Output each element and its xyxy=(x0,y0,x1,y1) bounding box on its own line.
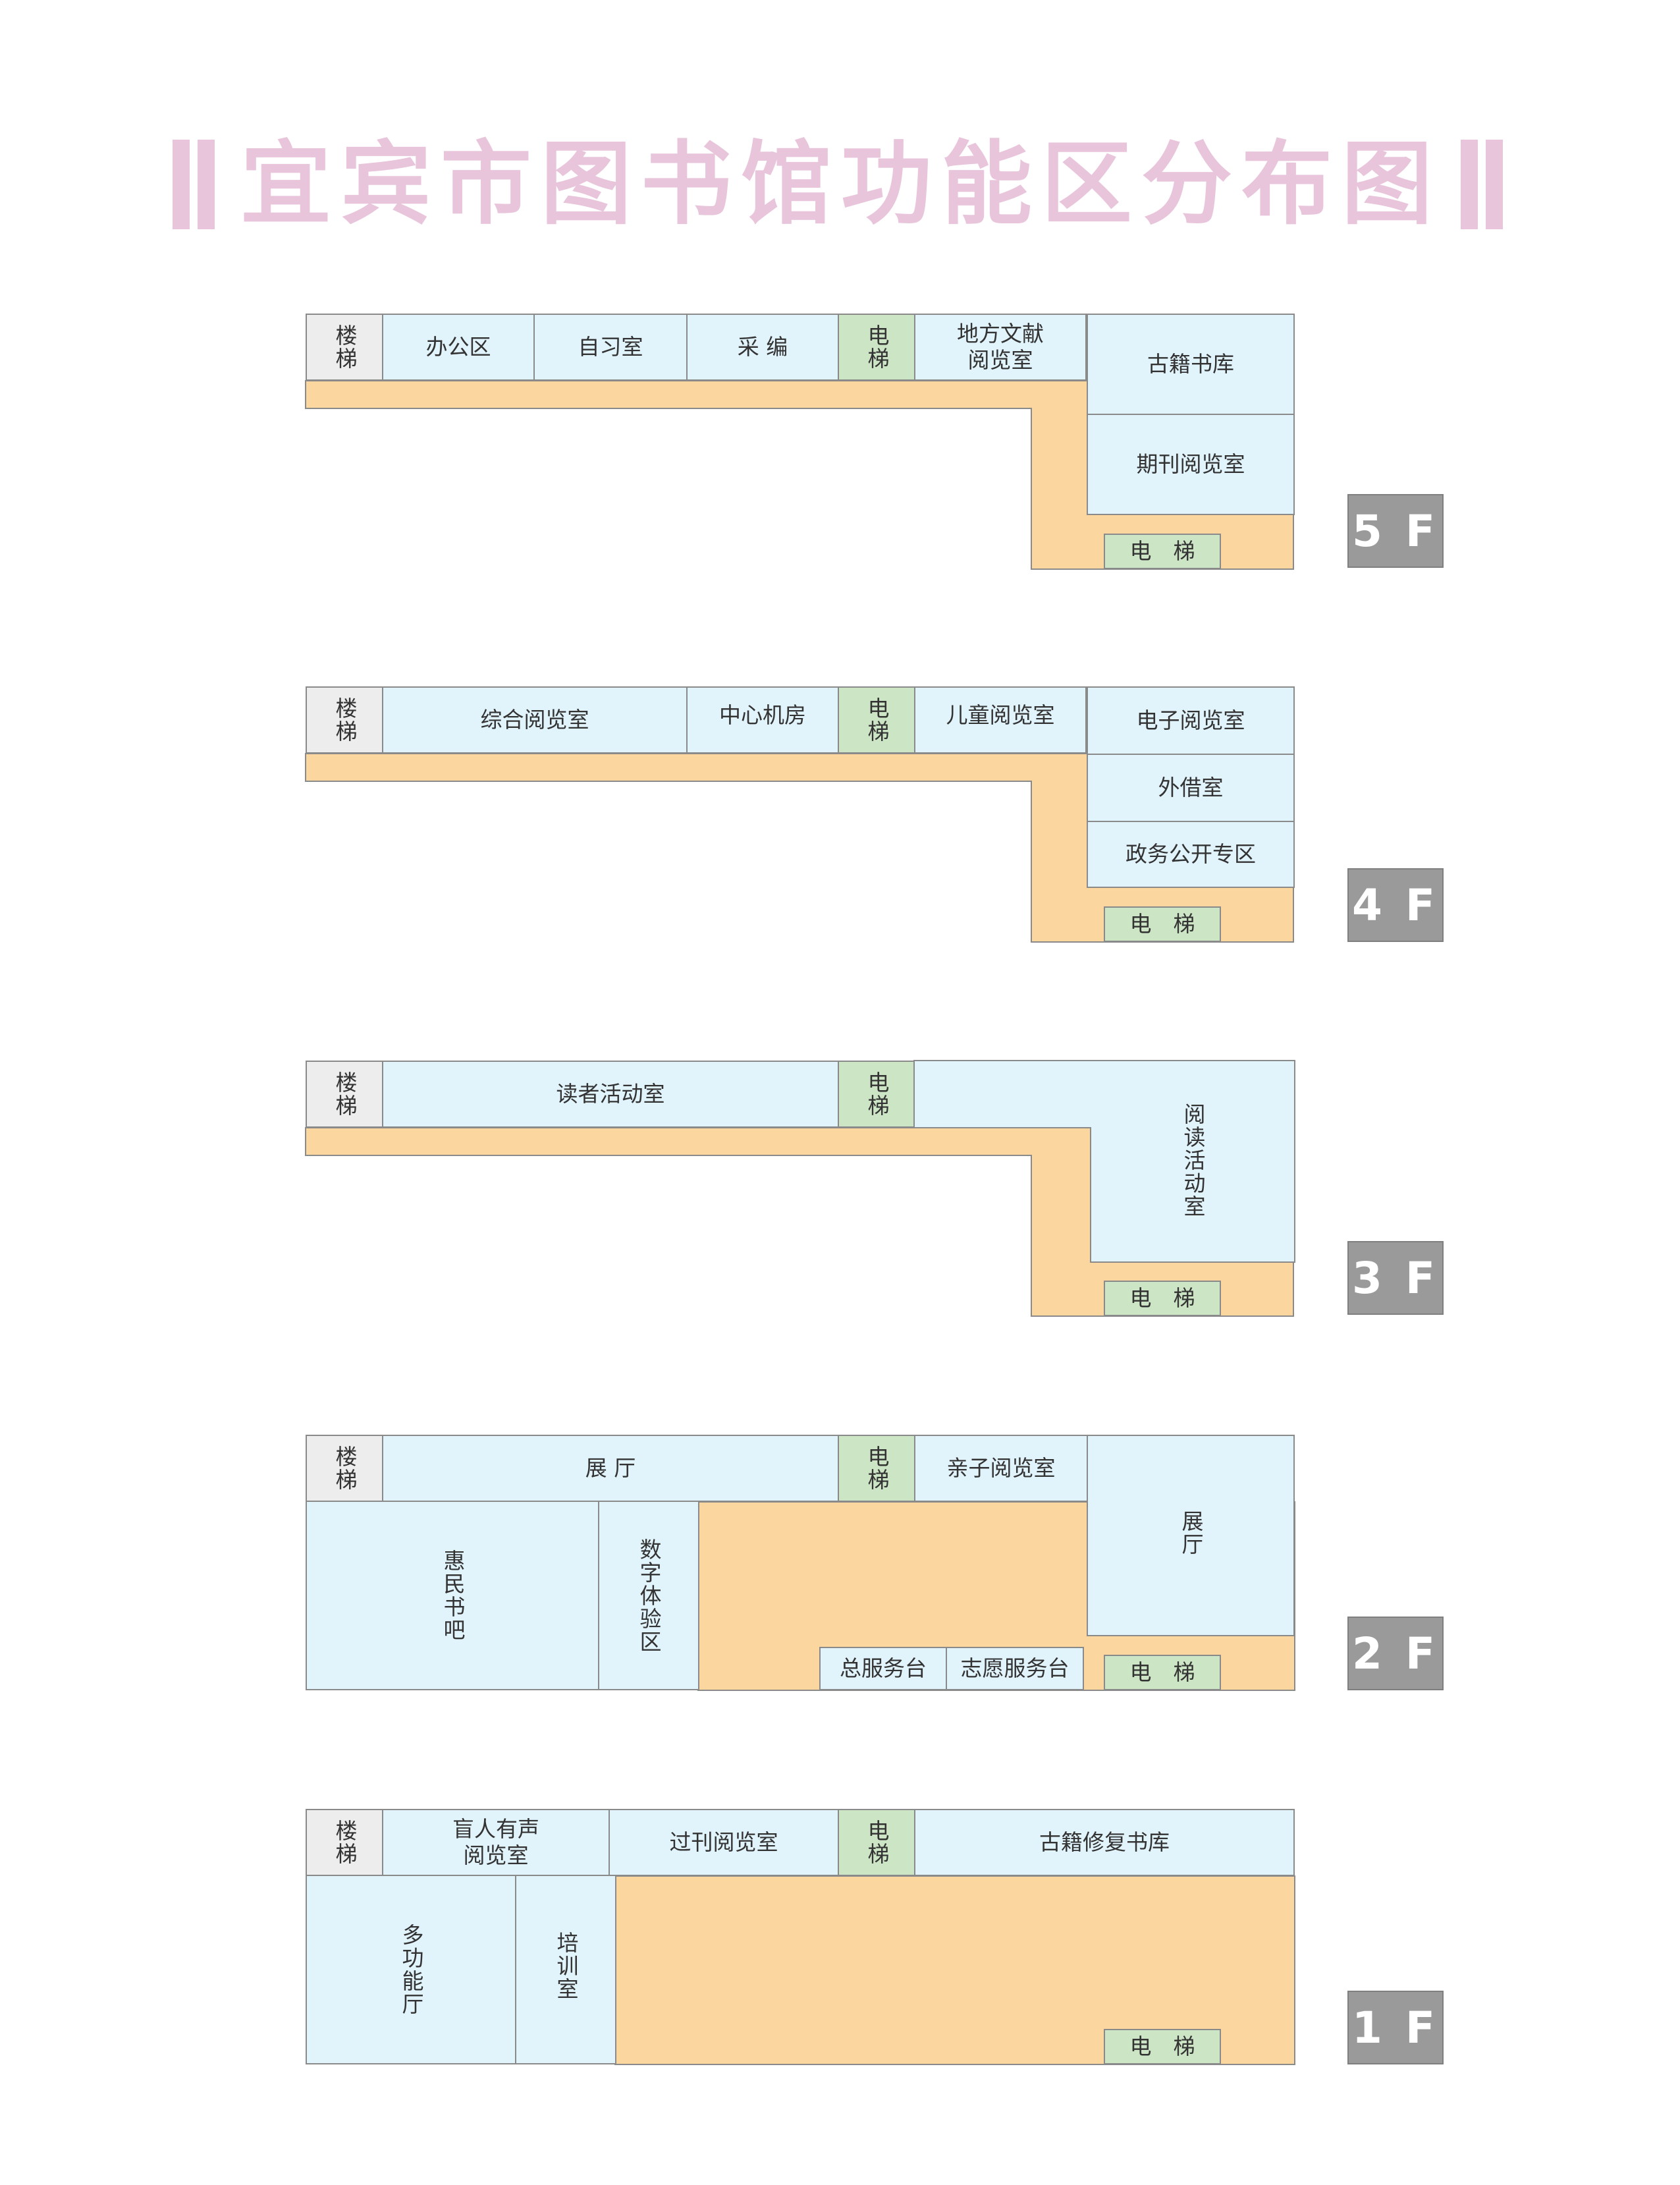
stairs-5f: 楼梯 xyxy=(306,314,383,381)
room-back-periodicals: 过刊阅览室 xyxy=(609,1809,839,1876)
room-office: 办公区 xyxy=(382,314,535,381)
desk-volunteer-service: 志愿服务台 xyxy=(946,1647,1084,1690)
elevator-3f-bottom: 电 梯 xyxy=(1104,1281,1221,1316)
room-digital-experience: 数字体验区 xyxy=(598,1501,699,1690)
room-children-reading: 儿童阅览室 xyxy=(914,686,1087,754)
elevator-5f-top: 电梯 xyxy=(838,314,915,381)
desk-main-service: 总服务台 xyxy=(819,1647,947,1690)
room-parent-child-reading: 亲子阅览室 xyxy=(914,1435,1088,1502)
room-acquisition: 采 编 xyxy=(686,314,839,381)
room-exhibition-hall: 展 厅 xyxy=(382,1435,839,1502)
elevator-1f-top: 电梯 xyxy=(838,1809,915,1876)
floor-badge-5f: 5 F xyxy=(1347,494,1444,568)
elevator-3f-top: 电梯 xyxy=(838,1061,915,1128)
title-bar-left-2 xyxy=(198,140,215,229)
room-multipurpose-hall: 多功能厅 xyxy=(306,1875,516,2064)
room-local-literature: 地方文献 阅览室 xyxy=(914,314,1087,381)
floor-badge-1f: 1 F xyxy=(1347,1991,1444,2064)
room-reading-activity: 阅读活动室 xyxy=(1180,1103,1206,1218)
room-e-reading: 电子阅览室 xyxy=(1087,686,1295,755)
room-blind-audio-reading: 盲人有声 阅览室 xyxy=(382,1809,610,1876)
room-government-info: 政务公开专区 xyxy=(1087,821,1295,888)
title-bar-right xyxy=(1461,140,1478,229)
title-bar-left xyxy=(173,140,190,229)
room-study: 自习室 xyxy=(533,314,688,381)
elevator-1f-bottom: 电 梯 xyxy=(1104,2029,1221,2064)
room-training: 培训室 xyxy=(515,1875,616,2064)
elevator-2f-bottom: 电 梯 xyxy=(1104,1655,1221,1690)
title-bar-right-2 xyxy=(1486,140,1503,229)
floor-1f: 楼梯 盲人有声 阅览室 过刊阅览室 电梯 古籍修复书库 多功能厅 培训室 电 梯 xyxy=(0,1808,1680,2066)
room-lending: 外借室 xyxy=(1087,754,1295,822)
floor-badge-3f: 3 F xyxy=(1347,1241,1444,1315)
room-exhibition-east: 展厅 xyxy=(1087,1435,1295,1636)
floor-5f: 楼梯 办公区 自习室 采 编 电梯 地方文献 阅览室 古籍书库 期刊阅览室 电 … xyxy=(0,312,1680,570)
room-reader-activity: 读者活动室 xyxy=(382,1061,839,1128)
room-general-reading: 综合阅览室 xyxy=(382,686,688,754)
stairs-4f: 楼梯 xyxy=(306,686,383,754)
room-public-book-bar: 惠民书吧 xyxy=(306,1501,599,1690)
floor-4f: 楼梯 综合阅览室 中心机房 电梯 儿童阅览室 电子阅览室 外借室 政务公开专区 … xyxy=(0,685,1680,943)
elevator-2f-top: 电梯 xyxy=(838,1435,915,1502)
reading-activity-room-shape xyxy=(913,1060,1295,1263)
stairs-1f: 楼梯 xyxy=(306,1809,383,1876)
room-ancient-book-restoration: 古籍修复书库 xyxy=(914,1809,1295,1876)
room-periodicals: 期刊阅览室 xyxy=(1087,414,1295,515)
floor-badge-4f: 4 F xyxy=(1347,868,1444,942)
floor-2f: 楼梯 展 厅 电梯 亲子阅览室 展厅 惠民书吧 数字体验区 总服务台 志愿服务台… xyxy=(0,1433,1680,1692)
floor-3f: 楼梯 读者活动室 电梯 阅读活动室 电 梯 xyxy=(0,1059,1680,1317)
elevator-4f-bottom: 电 梯 xyxy=(1104,906,1221,942)
elevator-5f-bottom: 电 梯 xyxy=(1104,534,1221,569)
elevator-4f-top: 电梯 xyxy=(838,686,915,754)
stairs-2f: 楼梯 xyxy=(306,1435,383,1502)
room-ancient-books: 古籍书库 xyxy=(1087,314,1295,415)
page-title: 宜宾市图书馆功能区分布图 xyxy=(240,131,1442,237)
room-server: 中心机房 xyxy=(686,686,839,754)
floor-badge-2f: 2 F xyxy=(1347,1617,1444,1690)
